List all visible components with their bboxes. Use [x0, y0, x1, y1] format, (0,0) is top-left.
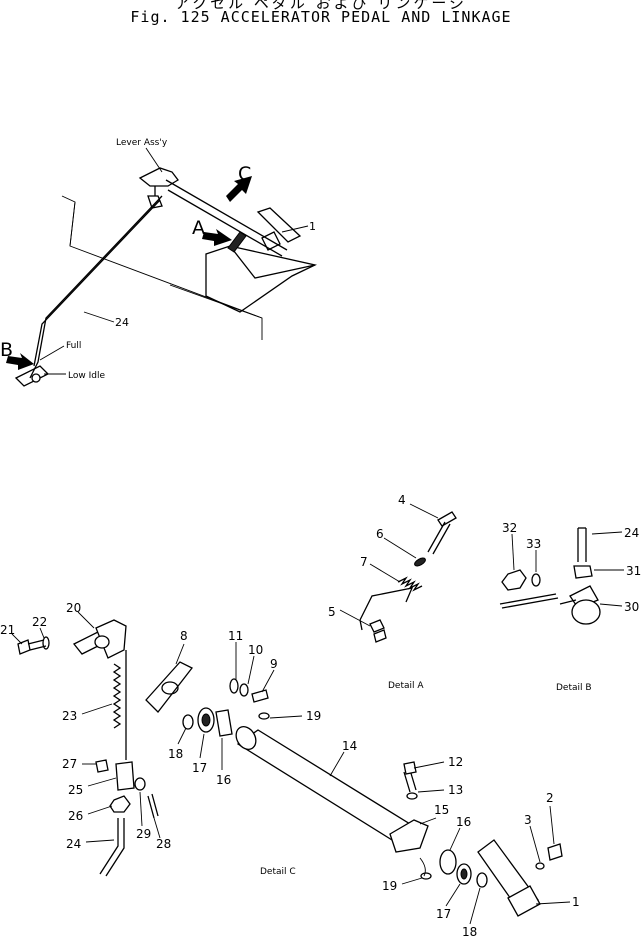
detail-c-part-19-lower: 19 — [382, 879, 397, 893]
washer-18 — [182, 714, 194, 730]
detail-c-part-29: 29 — [136, 827, 151, 841]
shaft-14 — [236, 729, 412, 841]
detail-a-caption: Detail A — [388, 681, 424, 691]
detail-c-part-16-lower: 16 — [456, 815, 471, 829]
bracket-15 — [389, 819, 429, 853]
clevis-25 — [115, 761, 135, 791]
bolt-2 — [547, 843, 563, 861]
detail-c-caption: Detail C — [260, 867, 296, 877]
detail-b-part-32: 32 — [502, 521, 517, 535]
bracket-plate — [359, 587, 414, 621]
detail-b-part-33: 33 — [526, 537, 541, 551]
rod-24-detail — [99, 818, 125, 877]
bolt-9 — [251, 689, 269, 703]
detail-c-part-13: 13 — [448, 783, 463, 797]
adjuster-bolt — [227, 231, 247, 253]
detail-c-part-2: 2 — [546, 791, 554, 805]
detail-b-part-31: 31 — [626, 564, 641, 578]
washer-18-lower — [476, 872, 488, 888]
detail-c-part-19: 19 — [306, 709, 321, 723]
overview-part-1: 1 — [309, 220, 316, 233]
washer-11 — [229, 678, 239, 694]
washer-3 — [535, 862, 545, 870]
detail-c-part-12: 12 — [448, 755, 463, 769]
detail-a-part-4: 4 — [398, 493, 406, 507]
nut-31 — [573, 565, 593, 579]
detail-c-part-8: 8 — [180, 629, 188, 643]
washer-13 — [406, 792, 418, 800]
key-19-upper — [258, 712, 270, 720]
key-19-lower — [420, 872, 432, 880]
view-marker-b: B — [0, 339, 13, 361]
view-marker-a: A — [192, 217, 205, 239]
bolt-27 — [95, 759, 109, 773]
detail-c-part-28: 28 — [156, 837, 171, 851]
pedal-shaft — [165, 179, 288, 251]
detail-c-part-3: 3 — [524, 813, 532, 827]
detail-c-part-10: 10 — [248, 643, 263, 657]
nut-32 — [501, 569, 527, 591]
bolt-4 — [427, 521, 451, 555]
detail-b-part-30: 30 — [624, 600, 639, 614]
bushing-16 — [215, 709, 233, 737]
nut-5 — [369, 619, 385, 633]
detail-c-part-18-lower: 18 — [462, 925, 477, 937]
detail-c-part-1: 1 — [572, 895, 580, 909]
bushing-16-lower — [439, 849, 457, 875]
figure-title: Fig. 125 ACCELERATOR PEDAL AND LINKAGE — [130, 8, 512, 26]
rod-24 — [29, 195, 163, 379]
detail-c-part-25: 25 — [68, 783, 83, 797]
washer-22 — [42, 636, 50, 650]
detail-c-part-18: 18 — [168, 747, 183, 761]
detail-c-part-22: 22 — [32, 615, 47, 629]
washer-29 — [134, 777, 146, 791]
pedal-mount-box — [205, 245, 317, 313]
detail-b: 32 33 24 31 30 Detail B — [499, 521, 641, 693]
detail-c: 21 22 20 8 11 10 9 23 18 17 16 19 14 12 … — [0, 601, 580, 937]
washer-10 — [239, 683, 249, 697]
detail-c-part-24: 24 — [66, 837, 81, 851]
pedal — [256, 207, 302, 243]
spring-7 — [397, 576, 423, 592]
detail-a: 4 6 7 5 Detail A — [328, 493, 457, 691]
detail-c-part-20: 20 — [66, 601, 81, 615]
detail-c-part-16: 16 — [216, 773, 231, 787]
detail-c-part-23: 23 — [62, 709, 77, 723]
cotter-pin-28 — [147, 793, 159, 819]
lever-assembly — [138, 167, 179, 187]
overview-assembly: Lever Ass'y Full Low Idle C A B 1 24 — [0, 138, 317, 387]
detail-c-part-26: 26 — [68, 809, 83, 823]
washer-6 — [414, 557, 426, 567]
ball-joint-30 — [571, 599, 601, 625]
detail-c-part-17: 17 — [192, 761, 207, 775]
washer-33 — [531, 573, 541, 587]
detail-a-part-5: 5 — [328, 605, 336, 619]
detail-c-part-27: 27 — [62, 757, 77, 771]
detail-c-part-21: 21 — [0, 623, 15, 637]
full-label: Full — [66, 341, 81, 351]
detail-c-part-17-lower: 17 — [436, 907, 451, 921]
detail-b-part-24: 24 — [624, 526, 639, 540]
bolt-24 — [577, 528, 587, 562]
rod-end — [499, 593, 559, 609]
detail-c-part-11: 11 — [228, 629, 243, 643]
arrow-a — [202, 229, 232, 246]
spring-23 — [112, 663, 122, 729]
nut-26 — [109, 795, 131, 813]
japanese-title: アクセル ペダル および リンケージ — [174, 0, 468, 12]
detail-a-part-7: 7 — [360, 555, 368, 569]
arrow-b — [6, 353, 34, 370]
low-idle-label: Low Idle — [68, 371, 105, 381]
overview-part-24: 24 — [115, 316, 129, 329]
lever-assy-label: Lever Ass'y — [116, 138, 168, 148]
detail-c-part-14: 14 — [342, 739, 357, 753]
arrow-c — [226, 176, 252, 202]
detail-c-part-9: 9 — [270, 657, 278, 671]
detail-a-part-6: 6 — [376, 527, 384, 541]
view-marker-c: C — [238, 163, 251, 185]
plate-8 — [145, 661, 193, 713]
detail-b-caption: Detail B — [556, 683, 592, 693]
detail-c-part-15: 15 — [434, 803, 449, 817]
